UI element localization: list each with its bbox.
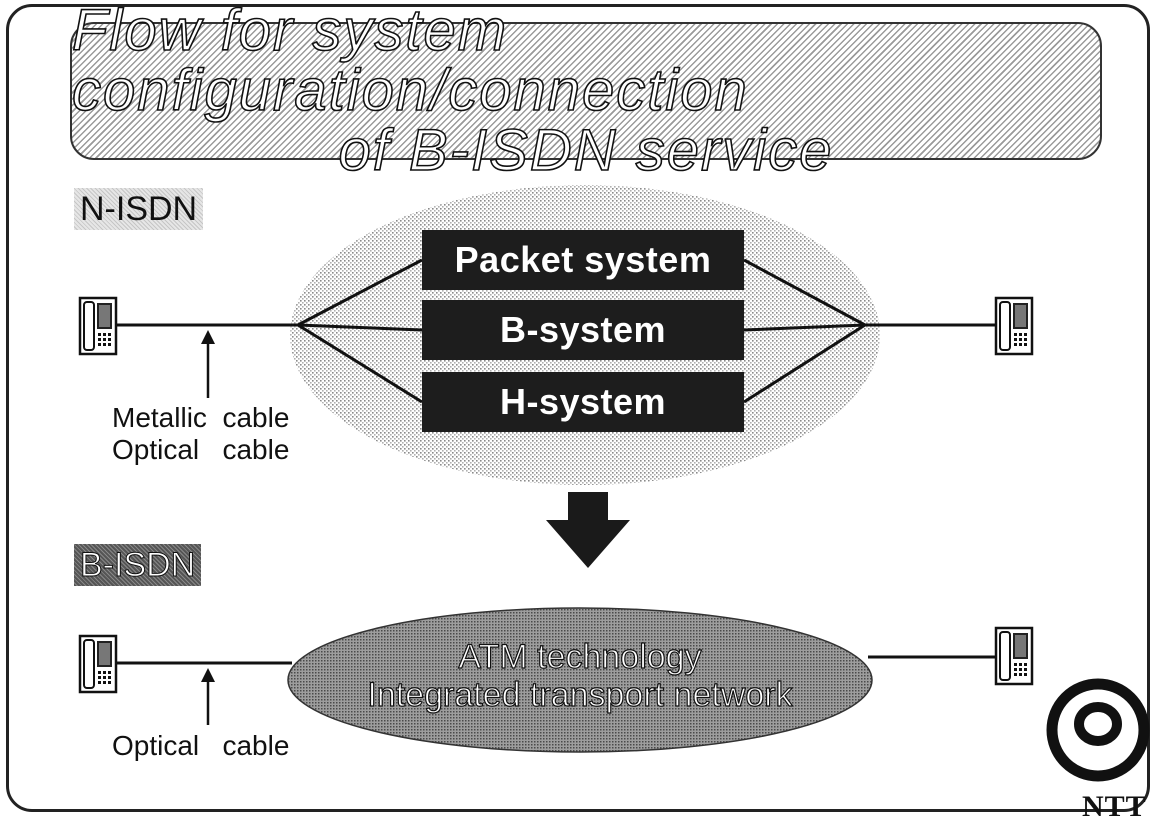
bisdn-links	[115, 655, 1000, 665]
bisdn-cable-pointer	[201, 668, 215, 725]
ntt-logo-text: NTT	[1082, 790, 1147, 823]
telephone-terminal-icon	[78, 634, 118, 694]
nisdn-cable-pointer	[201, 330, 215, 398]
down-arrow-icon	[546, 492, 630, 568]
ntt-logo-icon	[1046, 678, 1150, 782]
nisdn-section-tag: N-ISDN	[74, 188, 204, 230]
atm-network-line-2: Integrated transport network	[367, 676, 793, 714]
left-link-h	[297, 323, 423, 404]
bisdn-section-tag: B-ISDN	[74, 544, 202, 586]
title-line-2: of B-ISDN service	[338, 118, 834, 183]
atm-network-ellipse	[287, 607, 873, 753]
b-system-box: B-system	[422, 300, 744, 360]
packet-system-box: Packet system	[422, 230, 744, 290]
optical-cable-label: Optical cable	[112, 434, 290, 465]
bisdn-optical-cable-label: Optical cable	[112, 730, 290, 761]
metallic-cable-label: Metallic cable	[112, 402, 290, 433]
diagram-frame	[6, 4, 1150, 812]
right-link-packet	[743, 258, 866, 327]
title-line-1: Flow for system configuration/connection	[71, 0, 749, 123]
right-link-b	[743, 323, 866, 332]
title-banner: Flow for system configuration/connection…	[70, 0, 1102, 181]
telephone-terminal-icon	[78, 296, 118, 356]
atm-network-line-1: ATM technology	[458, 638, 701, 676]
left-link-b	[297, 323, 423, 332]
right-link-h	[743, 323, 866, 404]
left-link-packet	[297, 258, 423, 327]
telephone-terminal-icon	[994, 626, 1034, 686]
nisdn-links	[115, 258, 1000, 404]
h-system-box: H-system	[422, 372, 744, 432]
telephone-terminal-icon	[994, 296, 1034, 356]
